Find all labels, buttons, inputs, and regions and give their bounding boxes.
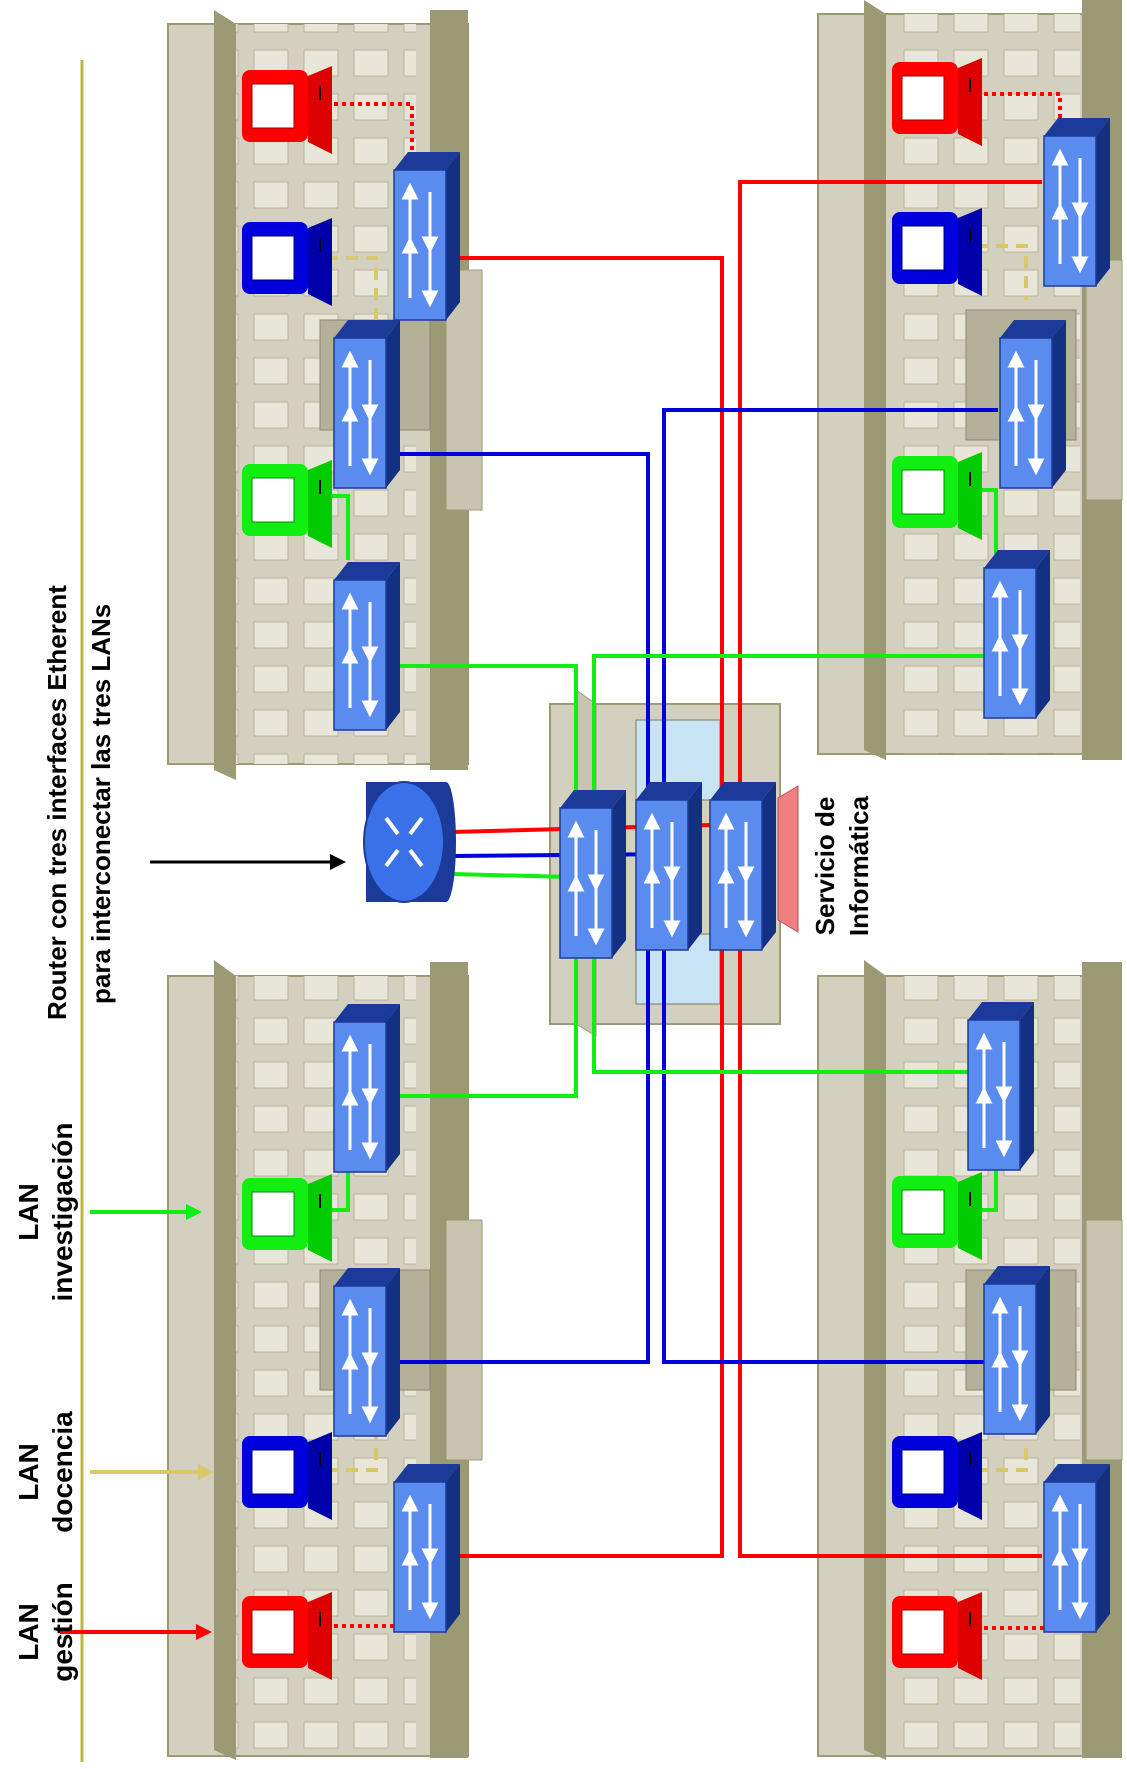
computer-icon xyxy=(241,1173,333,1263)
switch-icon xyxy=(708,780,778,952)
switch-icon xyxy=(558,788,628,960)
switch-icon xyxy=(982,1264,1052,1436)
switch-icon xyxy=(392,150,462,322)
lan-gestion-label-2: gestión xyxy=(47,1582,78,1682)
computer-icon xyxy=(241,1591,333,1681)
switch-icon xyxy=(332,318,402,490)
switch-icon xyxy=(332,1266,402,1438)
lan-investigacion-label-2: investigación xyxy=(47,1123,78,1302)
servicio-label-2: Informática xyxy=(844,795,874,936)
switch-icon xyxy=(998,318,1068,490)
computer-icon xyxy=(891,1171,983,1261)
router-caption-line2: para interconectar las tres LANs xyxy=(86,604,116,1004)
switch-icon xyxy=(634,780,704,952)
lan-docencia-label-2: docencia xyxy=(47,1411,78,1533)
switch-icon xyxy=(332,560,402,732)
lan-investigacion-label-1: LAN xyxy=(13,1183,44,1241)
computer-icon xyxy=(241,217,333,307)
computer-icon xyxy=(241,459,333,549)
switch-icon xyxy=(1042,116,1112,288)
computer-icon xyxy=(891,57,983,147)
switch-icon xyxy=(1042,1462,1112,1634)
servicio-label-1: Servicio de xyxy=(810,797,840,936)
arrows xyxy=(60,854,346,1640)
computer-icon xyxy=(891,207,983,297)
computer-icon xyxy=(241,65,333,155)
computer-icon xyxy=(891,1431,983,1521)
router-icon xyxy=(363,781,456,903)
computer-icon xyxy=(241,1431,333,1521)
switch-icon xyxy=(392,1462,462,1634)
computer-icon xyxy=(891,451,983,541)
switch-icon xyxy=(982,548,1052,720)
computer-icon xyxy=(891,1591,983,1681)
building-top-left xyxy=(167,10,483,780)
lan-gestion-label-1: LAN xyxy=(13,1603,44,1661)
lan-docencia-label-1: LAN xyxy=(13,1443,44,1501)
router-caption-line1: Router con tres interfaces Etherent xyxy=(42,585,72,1020)
switch-icon xyxy=(966,1000,1036,1172)
switch-icon xyxy=(332,1002,402,1174)
